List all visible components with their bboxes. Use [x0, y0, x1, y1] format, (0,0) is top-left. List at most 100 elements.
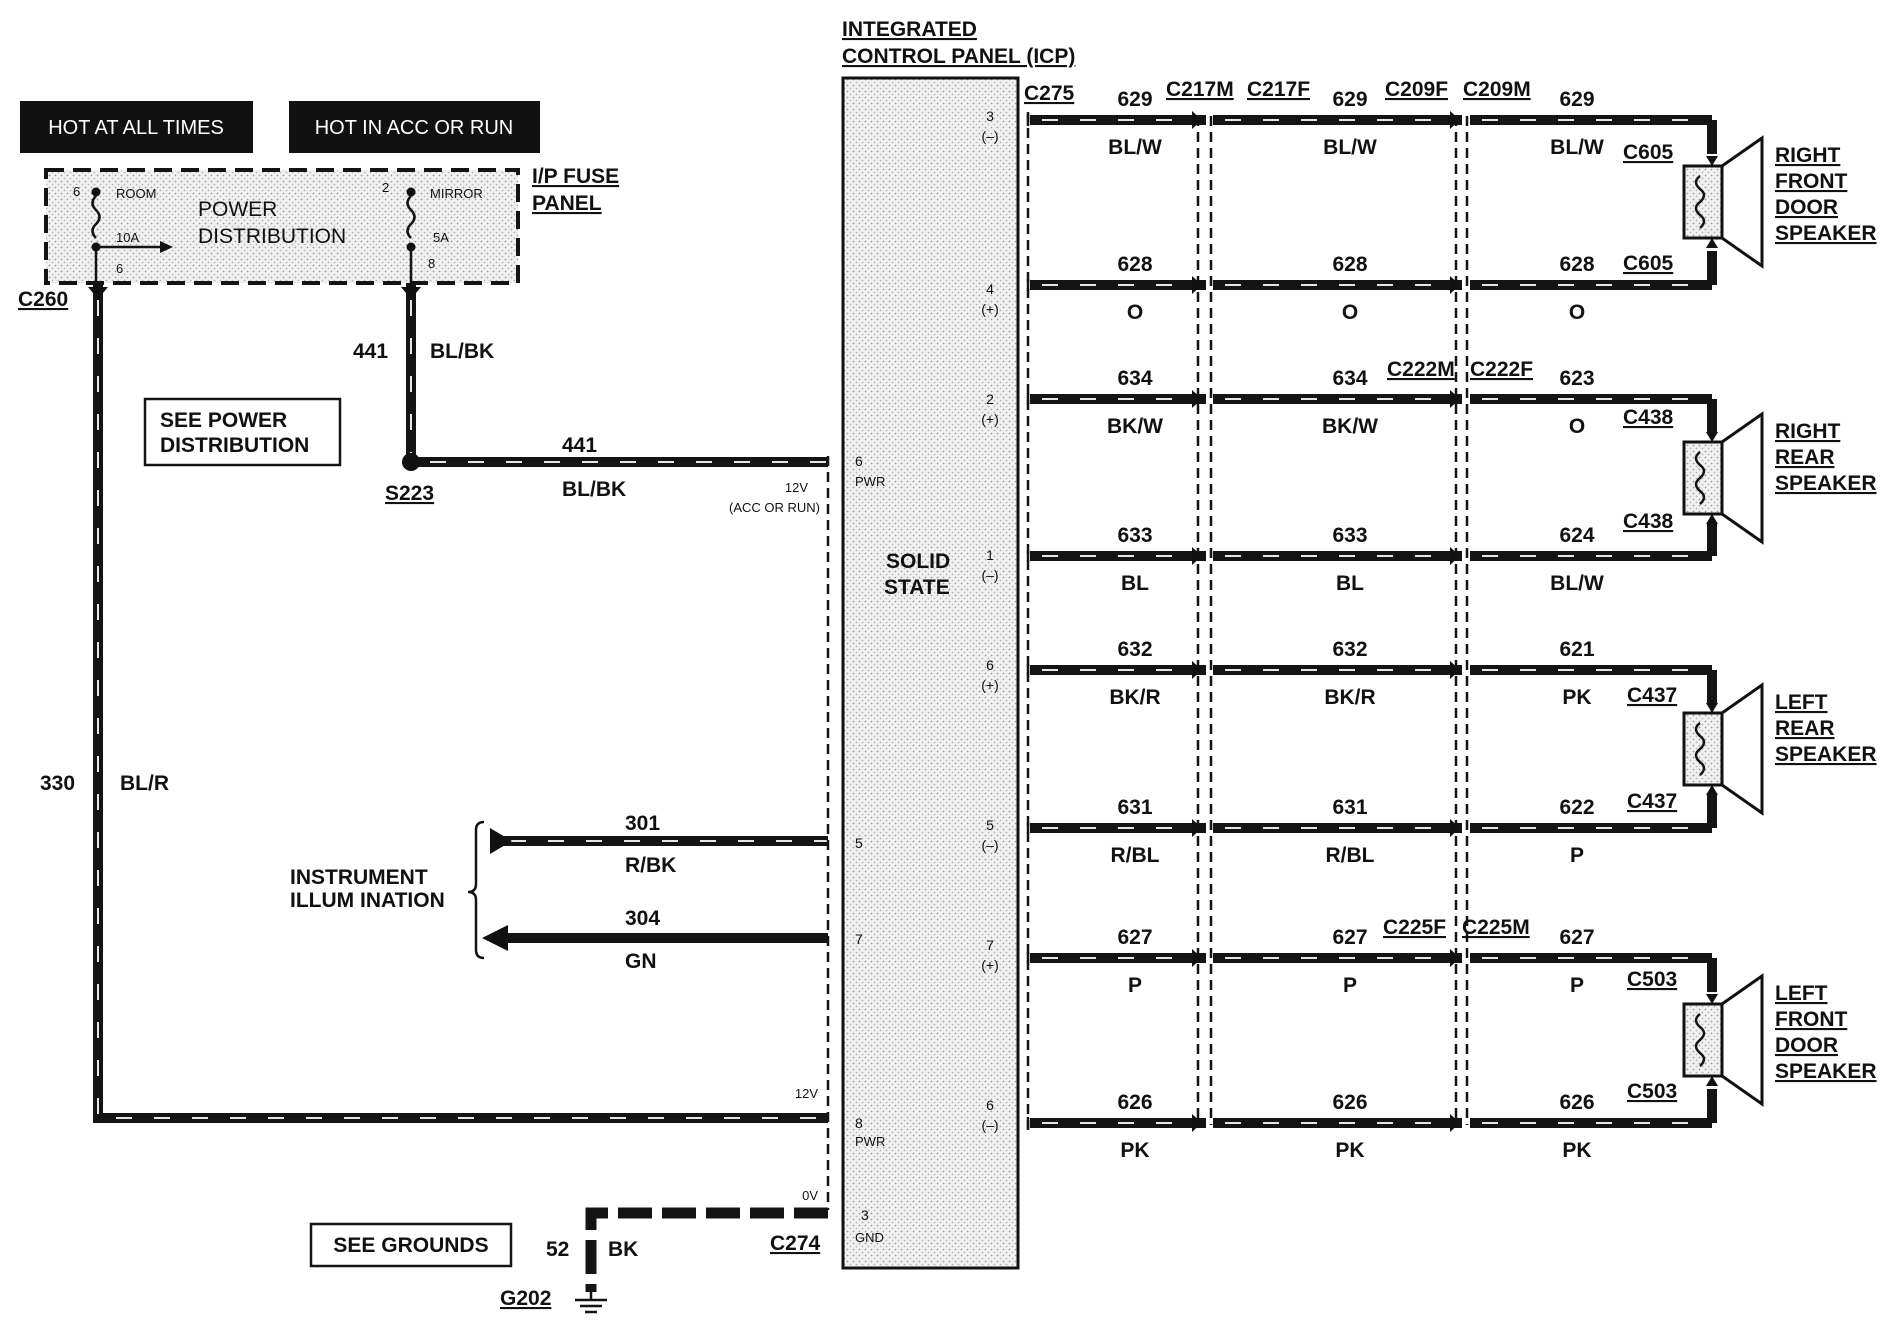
c437-bottom-label: C437 — [1627, 790, 1677, 813]
wire-304: 304 GN — [482, 907, 828, 973]
icp-right-pin-number: 1 — [986, 547, 994, 563]
c209f-label: C209F — [1385, 78, 1448, 101]
speaker-label: SPEAKER — [1775, 222, 1877, 245]
icp-pin7-number: 7 — [855, 931, 863, 947]
speaker-wire-circuit: 633 — [1117, 524, 1152, 547]
icp-pin8-name: PWR — [855, 1134, 885, 1149]
speaker-wire-circuit: 621 — [1559, 638, 1594, 661]
speaker-terminal — [1706, 1076, 1718, 1086]
c438-top-label: C438 — [1623, 406, 1674, 429]
speaker-wire-circuit: 627 — [1559, 926, 1594, 949]
c225m-label: C225M — [1462, 916, 1530, 939]
speaker-wire-circuit: 634 — [1332, 367, 1367, 390]
connector-pin-arrow — [1192, 547, 1202, 565]
speaker-wire-circuit: 623 — [1559, 367, 1594, 390]
icp-module: INTEGRATED CONTROL PANEL (ICP) SOLID STA… — [729, 18, 1075, 1270]
power-distribution-title-1: POWER — [198, 198, 277, 221]
icp-right-pin-number: 7 — [986, 937, 994, 953]
w301-circuit: 301 — [625, 812, 660, 835]
speaker-wire-circuit: 631 — [1117, 796, 1152, 819]
speaker-magnet — [1682, 440, 1724, 516]
c438-bottom-label: C438 — [1623, 510, 1674, 533]
speaker-wire-circuit: 627 — [1332, 926, 1367, 949]
mirror-fuse: 2 MIRROR 5A 8 — [382, 180, 483, 283]
icp-pin5-number: 5 — [855, 835, 863, 851]
speaker-magnet — [1682, 711, 1724, 787]
connector-pin-arrow — [1450, 819, 1460, 837]
see-power-distribution-note: SEE POWER DISTRIBUTION — [143, 397, 342, 467]
icp-state-label: STATE — [884, 576, 950, 599]
connector-pin-arrow — [1192, 276, 1202, 294]
speaker-cone — [1720, 973, 1764, 1107]
speaker-wire-circuit: 622 — [1559, 796, 1594, 819]
speaker-terminal — [1706, 514, 1718, 524]
speaker-terminal — [1706, 994, 1718, 1004]
instrument-label-2: ILLUM INATION — [290, 889, 445, 912]
speaker-wire-circuit: 626 — [1332, 1091, 1367, 1114]
icp-right-pin-polarity: (+) — [981, 677, 999, 693]
speaker-wire-color: O — [1342, 301, 1358, 324]
speaker-terminal — [1706, 785, 1718, 795]
w441-horizontal-circuit: 441 — [562, 434, 597, 457]
w330-color: BL/R — [120, 772, 169, 795]
see-power-label-1: SEE POWER — [160, 409, 287, 432]
icp-right-pins: 3(–)4(+)2(+)1(–)6(+)5(–)7(+)6(–) — [981, 108, 999, 1133]
connector-pin-arrow — [1192, 819, 1202, 837]
c217m-label: C217M — [1166, 78, 1234, 101]
icp-right-pin-polarity: (–) — [981, 837, 998, 853]
icp-right-pin-polarity: (–) — [981, 1117, 998, 1133]
speaker-wire-circuit: 629 — [1559, 88, 1594, 111]
speaker-wire-color: BK/R — [1324, 686, 1375, 709]
speaker-wire-color: BL/W — [1550, 136, 1604, 159]
speaker-wire-color: R/BL — [1111, 844, 1160, 867]
speaker-wire-circuit: 629 — [1332, 88, 1367, 111]
speaker-terminal — [1706, 703, 1718, 713]
speaker-wire-color: O — [1127, 301, 1143, 324]
speaker-wire-color: P — [1128, 974, 1142, 997]
speaker-cone — [1720, 682, 1764, 816]
speaker-wire-circuit: 634 — [1117, 367, 1152, 390]
connector-pin-arrow — [1192, 949, 1202, 967]
connector-pin-arrow — [1450, 390, 1460, 408]
wire-52-ground: 52 BK G202 C274 — [500, 1207, 828, 1314]
speaker-label: DOOR — [1775, 196, 1838, 219]
connector-pin-arrow — [1450, 661, 1460, 679]
connector-pin-arrow — [1450, 1114, 1460, 1132]
speaker-wire-circuit: 629 — [1117, 88, 1152, 111]
speaker-wire-circuit: 627 — [1117, 926, 1152, 949]
fuse-panel-label-1: I/P FUSE — [532, 165, 619, 188]
icp-title-1: INTEGRATED — [842, 18, 977, 41]
speaker-wire-circuit: 626 — [1559, 1091, 1594, 1114]
speaker-wire-color: BK/W — [1322, 415, 1378, 438]
c503-top-label: C503 — [1627, 968, 1677, 991]
connector-pin-arrow — [1192, 390, 1202, 408]
speaker-wire-color: O — [1569, 415, 1585, 438]
icp-right-pin-number: 2 — [986, 391, 994, 407]
hot-at-all-times-label: HOT AT ALL TIMES — [48, 117, 224, 139]
icp-pin6-name: PWR — [855, 474, 885, 489]
w304-circuit: 304 — [625, 907, 660, 930]
speaker-wire-color: PK — [1120, 1139, 1149, 1162]
icp-right-pin-polarity: (+) — [981, 301, 999, 317]
speaker-terminal — [1706, 432, 1718, 442]
icp-gnd-name: GND — [855, 1230, 884, 1245]
speaker-wire-circuit: 633 — [1332, 524, 1367, 547]
speaker-wire-circuit: 626 — [1117, 1091, 1152, 1114]
room-pin-bottom: 6 — [116, 261, 123, 276]
speaker-wire-color: PK — [1562, 686, 1591, 709]
speaker-cone — [1720, 411, 1764, 545]
icp-gnd-voltage: 0V — [802, 1188, 818, 1203]
speakers: RIGHTFRONTDOORSPEAKERRIGHTREARSPEAKERLEF… — [1682, 135, 1877, 1107]
icp-right-pin-number: 6 — [986, 1097, 994, 1113]
c225f-label: C225F — [1383, 916, 1446, 939]
speaker-label: REAR — [1775, 446, 1835, 469]
ip-fuse-panel: I/P FUSE PANEL POWER DISTRIBUTION 6 ROOM… — [44, 165, 619, 285]
c222m-label: C222M — [1387, 358, 1455, 381]
connector-pin-arrow — [1450, 276, 1460, 294]
speaker-magnet — [1682, 164, 1724, 240]
room-fuse-amps: 10A — [116, 230, 139, 245]
power-distribution-title-2: DISTRIBUTION — [198, 225, 346, 248]
